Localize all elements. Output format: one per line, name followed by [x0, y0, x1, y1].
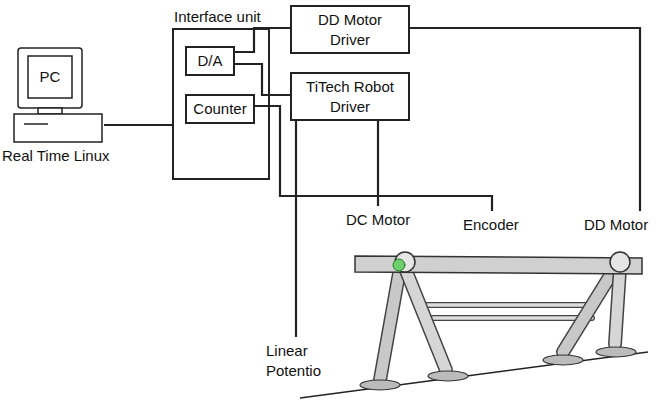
signal-wire	[235, 64, 290, 95]
box-label: D/A	[197, 51, 222, 71]
part-label: Encoder	[463, 215, 519, 235]
box-label: PC	[28, 56, 72, 98]
box-label: Counter	[193, 99, 246, 119]
walking-robot	[355, 252, 642, 390]
group-heading: Interface unit	[174, 8, 261, 25]
slope-line	[300, 352, 648, 398]
counter-box: Counter	[185, 94, 255, 124]
signal-wire	[104, 124, 172, 126]
interface-unit: Interface unitD/ACounter	[172, 28, 270, 180]
signal-wire	[235, 28, 290, 52]
driver-box: DD Motor Driver	[290, 5, 410, 54]
leader-lines	[251, 28, 640, 337]
box-label: DD Motor Driver	[298, 10, 402, 49]
da-converter-box: D/A	[185, 46, 235, 76]
computer: PC	[14, 46, 104, 142]
driver-box: TiTech Robot Driver	[290, 72, 410, 121]
part-label: Real Time Linux	[2, 146, 110, 166]
part-label: DC Motor	[346, 210, 410, 230]
computer-drawing	[14, 48, 102, 142]
part-label: Linear Potentio	[266, 341, 338, 380]
part-label: DD Motor	[584, 215, 648, 235]
box-label: TiTech Robot Driver	[298, 77, 402, 116]
